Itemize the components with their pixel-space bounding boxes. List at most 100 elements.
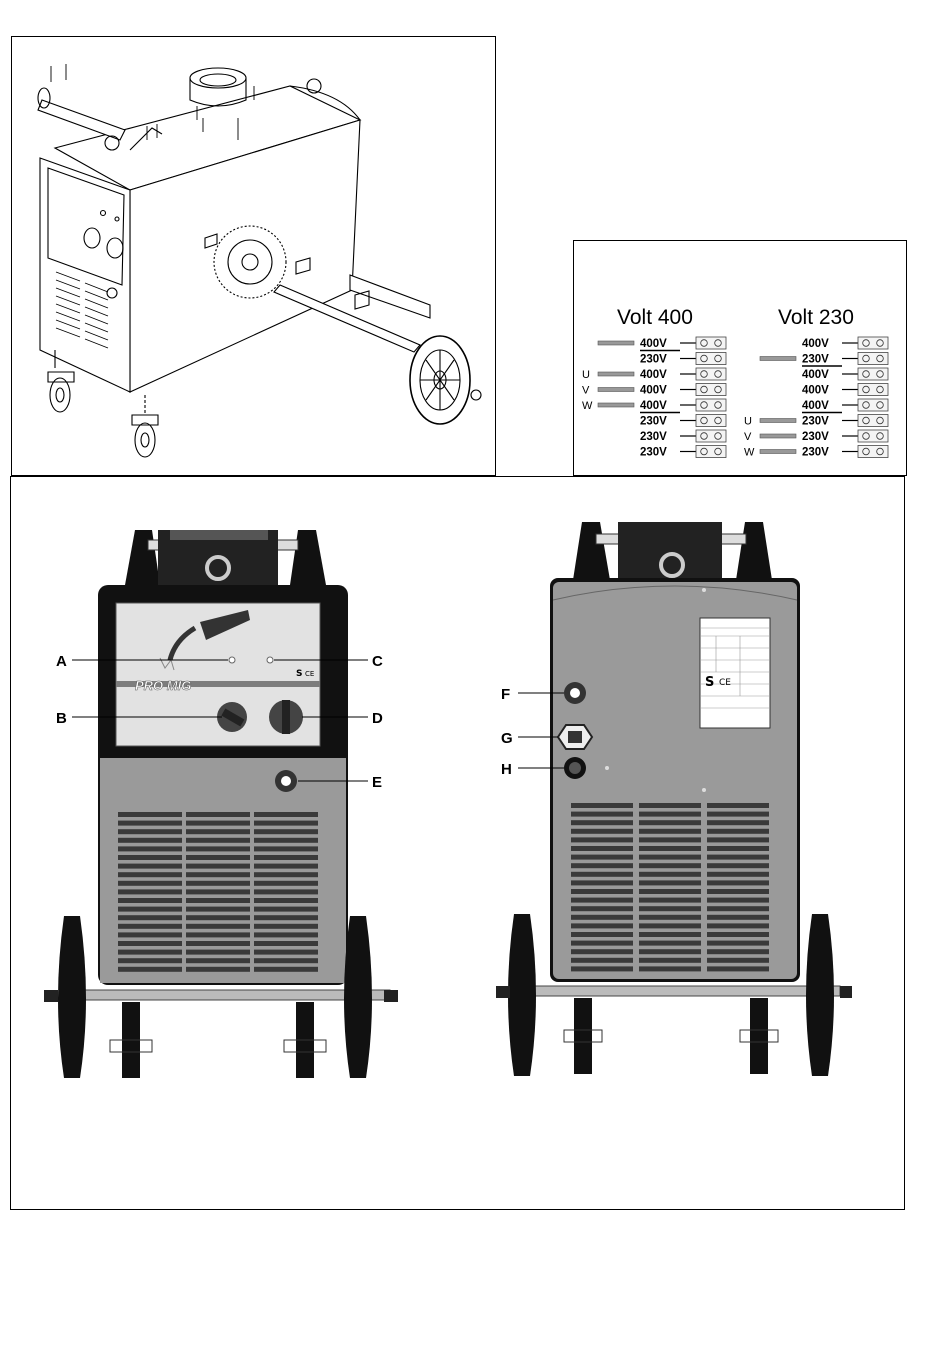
grille-slat: [571, 889, 633, 894]
grille-slat: [254, 907, 318, 912]
grille-slat: [571, 812, 633, 817]
grille-slat: [186, 907, 250, 912]
terminal-label: 230V: [640, 447, 667, 459]
grille-slat: [639, 932, 701, 937]
callout-h: H: [501, 761, 512, 778]
phase-lead: [760, 434, 796, 438]
grille-slat: [639, 915, 701, 920]
grille-slat: [254, 889, 318, 894]
terminal-label: 400V: [802, 369, 829, 381]
grille-slat: [707, 932, 769, 937]
callout-f: F: [501, 686, 510, 703]
grille-slat: [571, 949, 633, 954]
front-handle-left: [125, 530, 160, 585]
grille-slat: [571, 898, 633, 903]
grille-slat: [186, 924, 250, 929]
supply-lead: [760, 357, 796, 361]
grille-slat: [707, 906, 769, 911]
rear-view: S CE: [496, 522, 852, 1076]
grille-slat: [118, 915, 182, 920]
switch-d-knob[interactable]: [269, 700, 303, 734]
grille-slat: [639, 880, 701, 885]
terminal-label: 400V: [802, 385, 829, 397]
rating-plate: S CE: [700, 618, 770, 728]
connector-g[interactable]: [558, 725, 592, 749]
grille-slat: [707, 820, 769, 825]
grille-slat: [571, 932, 633, 937]
grille-slat: [639, 958, 701, 963]
grille-slat: [707, 923, 769, 928]
grille-slat: [254, 941, 318, 946]
grille-slat: [186, 812, 250, 817]
callout-c: C: [372, 653, 383, 670]
terminal-label: 400V: [640, 369, 667, 381]
connector-h[interactable]: [564, 757, 586, 779]
brand-label: PRO MIG: [135, 678, 191, 693]
voltage-title-400: Volt 400: [617, 306, 693, 329]
grille-slat: [186, 915, 250, 920]
grille-slat: [707, 837, 769, 842]
grille-slat: [571, 958, 633, 963]
phase-lead: [598, 403, 634, 407]
assembly-drawing: [38, 64, 481, 457]
callout-g: G: [501, 730, 513, 747]
grille-slat: [186, 889, 250, 894]
terminal-label: 230V: [802, 416, 829, 428]
grille-slat: [118, 829, 182, 834]
grille-slat: [707, 889, 769, 894]
grille-slat: [639, 812, 701, 817]
grille-slat: [254, 812, 318, 817]
plate-ce-mark: CE: [719, 678, 731, 688]
terminal-label: 230V: [640, 416, 667, 428]
grille-slat: [639, 941, 701, 946]
grille-slat: [118, 967, 182, 972]
terminal-label: 400V: [640, 400, 667, 412]
grille-slat: [639, 949, 701, 954]
grille-slat: [118, 812, 182, 817]
phase-label: W: [744, 447, 755, 459]
grille-slat: [571, 803, 633, 808]
grille-slat: [254, 967, 318, 972]
grille-slat: [639, 803, 701, 808]
connector-f[interactable]: [564, 682, 586, 704]
grille-slat: [186, 821, 250, 826]
grille-slat: [186, 932, 250, 937]
phase-lead: [760, 450, 796, 454]
grille-slat: [186, 829, 250, 834]
grille-slat: [639, 889, 701, 894]
grille-slat: [254, 872, 318, 877]
terminal-label: 230V: [802, 354, 829, 366]
grille-slat: [186, 872, 250, 877]
grille-slat: [639, 863, 701, 868]
grille-slat: [639, 829, 701, 834]
grille-slat: [118, 924, 182, 929]
grille-slat: [707, 880, 769, 885]
voltage-diagram-left: Volt 400 400V230V400V400V400V230V230V230…: [582, 306, 726, 459]
grille-slat: [186, 941, 250, 946]
rear-handle-left: [573, 522, 610, 580]
grille-slat: [707, 829, 769, 834]
grille-slat: [254, 881, 318, 886]
grille-slat: [118, 898, 182, 903]
grille-slat: [571, 880, 633, 885]
grille-slat: [707, 863, 769, 868]
grille-slat: [571, 941, 633, 946]
grille-slat: [571, 820, 633, 825]
connector-e[interactable]: [275, 770, 297, 792]
grille-slat: [639, 898, 701, 903]
rear-wheel-right: [806, 914, 834, 1076]
rear-caster-left: [574, 998, 592, 1074]
grille-slat: [639, 855, 701, 860]
plate-cert-mark: S: [705, 675, 714, 690]
grille-slat: [571, 863, 633, 868]
grille-slat: [571, 837, 633, 842]
phase-label: W: [582, 400, 593, 412]
grille-slat: [254, 932, 318, 937]
rear-wheel-left: [508, 914, 536, 1076]
grille-slat: [118, 889, 182, 894]
grille-slat: [118, 950, 182, 955]
front-wheel-left: [58, 916, 86, 1078]
grille-slat: [707, 941, 769, 946]
terminal-label: 230V: [640, 431, 667, 443]
phase-label: U: [582, 369, 590, 381]
